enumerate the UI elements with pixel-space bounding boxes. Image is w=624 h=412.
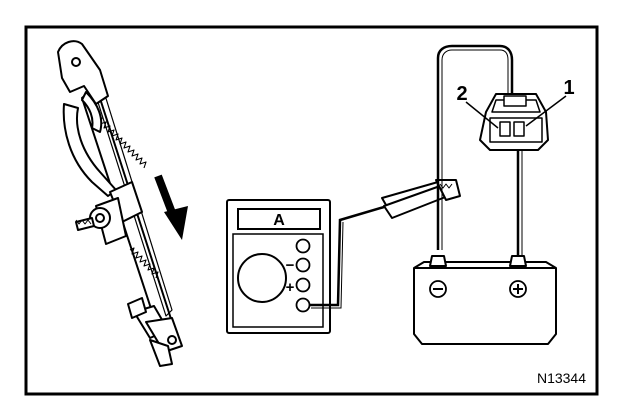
seat-track-assembly [57, 40, 183, 367]
pin-2-leader [465, 101, 499, 129]
ammeter-minus-label: − [286, 257, 295, 274]
pin-1-label: 1 [563, 77, 574, 99]
ammeter-unit-label: A [273, 212, 285, 229]
ammeter-lead [309, 205, 385, 307]
pin-1-leader [525, 95, 567, 127]
direction-arrow-icon [154, 174, 188, 240]
ammeter-jacks [295, 238, 311, 313]
battery-positive-post [509, 255, 527, 267]
ammeter [226, 199, 331, 334]
pin-2-label: 2 [456, 83, 467, 105]
ammeter-display [237, 208, 321, 230]
jumper-wire-negative [436, 44, 514, 250]
battery [413, 255, 557, 345]
connector-pin-2 [499, 121, 511, 137]
connector-pin-1 [513, 121, 525, 137]
battery-negative-post [429, 255, 447, 267]
motor-connector [479, 93, 549, 151]
ammeter-plus-label: + [286, 279, 295, 296]
ammeter-dial [237, 253, 287, 303]
figure-code: N13344 [537, 370, 586, 386]
alligator-clip [381, 179, 461, 219]
